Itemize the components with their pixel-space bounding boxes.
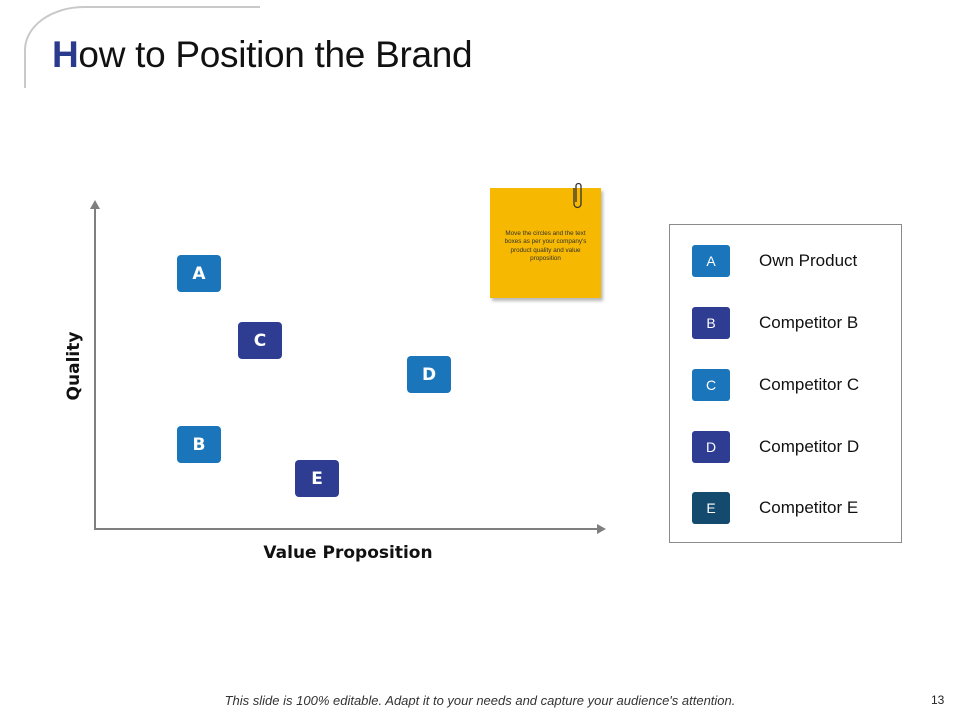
page-number: 13 [931,693,945,707]
sticky-note[interactable]: Move the circles and the text boxes as p… [490,182,601,298]
legend-item: E Competitor E [692,492,858,524]
title-text: ow to Position the Brand [78,34,473,75]
marker-b[interactable]: B [177,426,221,463]
marker-d[interactable]: D [407,356,451,393]
legend-label: Competitor E [759,498,859,517]
legend-item: B Competitor B [692,307,858,339]
legend-label: Own Product [759,251,858,270]
marker-a[interactable]: A [177,255,221,292]
x-axis-arrow-icon [597,524,606,534]
legend-label: Competitor D [759,437,860,456]
marker-e[interactable]: E [295,460,339,497]
legend-swatch: E [692,492,730,524]
legend-swatch: B [692,307,730,339]
legend-swatch: D [692,431,730,463]
x-axis-line [94,528,598,530]
sticky-note-text: Move the circles and the text boxes as p… [504,230,587,263]
legend-swatch: A [692,245,730,277]
x-axis-label: Value Proposition [263,543,433,563]
marker-c[interactable]: C [238,322,282,359]
y-axis-arrow-icon [90,200,100,209]
legend-box: A Own Product B Competitor B C Competito… [669,224,902,543]
legend-item: A Own Product [692,245,857,277]
legend-swatch: C [692,369,730,401]
legend-label: Competitor C [759,375,860,394]
footer-note: This slide is 100% editable. Adapt it to… [224,693,736,708]
legend-item: D Competitor D [692,431,859,463]
paperclip-icon [573,182,582,209]
legend-label: Competitor B [759,313,859,332]
y-axis-line [94,206,96,530]
y-axis-label: Quality [64,331,84,401]
title-initial: H [52,34,79,75]
page-title: How to Position the Brand [52,34,473,76]
title-decoration-line [96,6,260,8]
legend-item: C Competitor C [692,369,859,401]
